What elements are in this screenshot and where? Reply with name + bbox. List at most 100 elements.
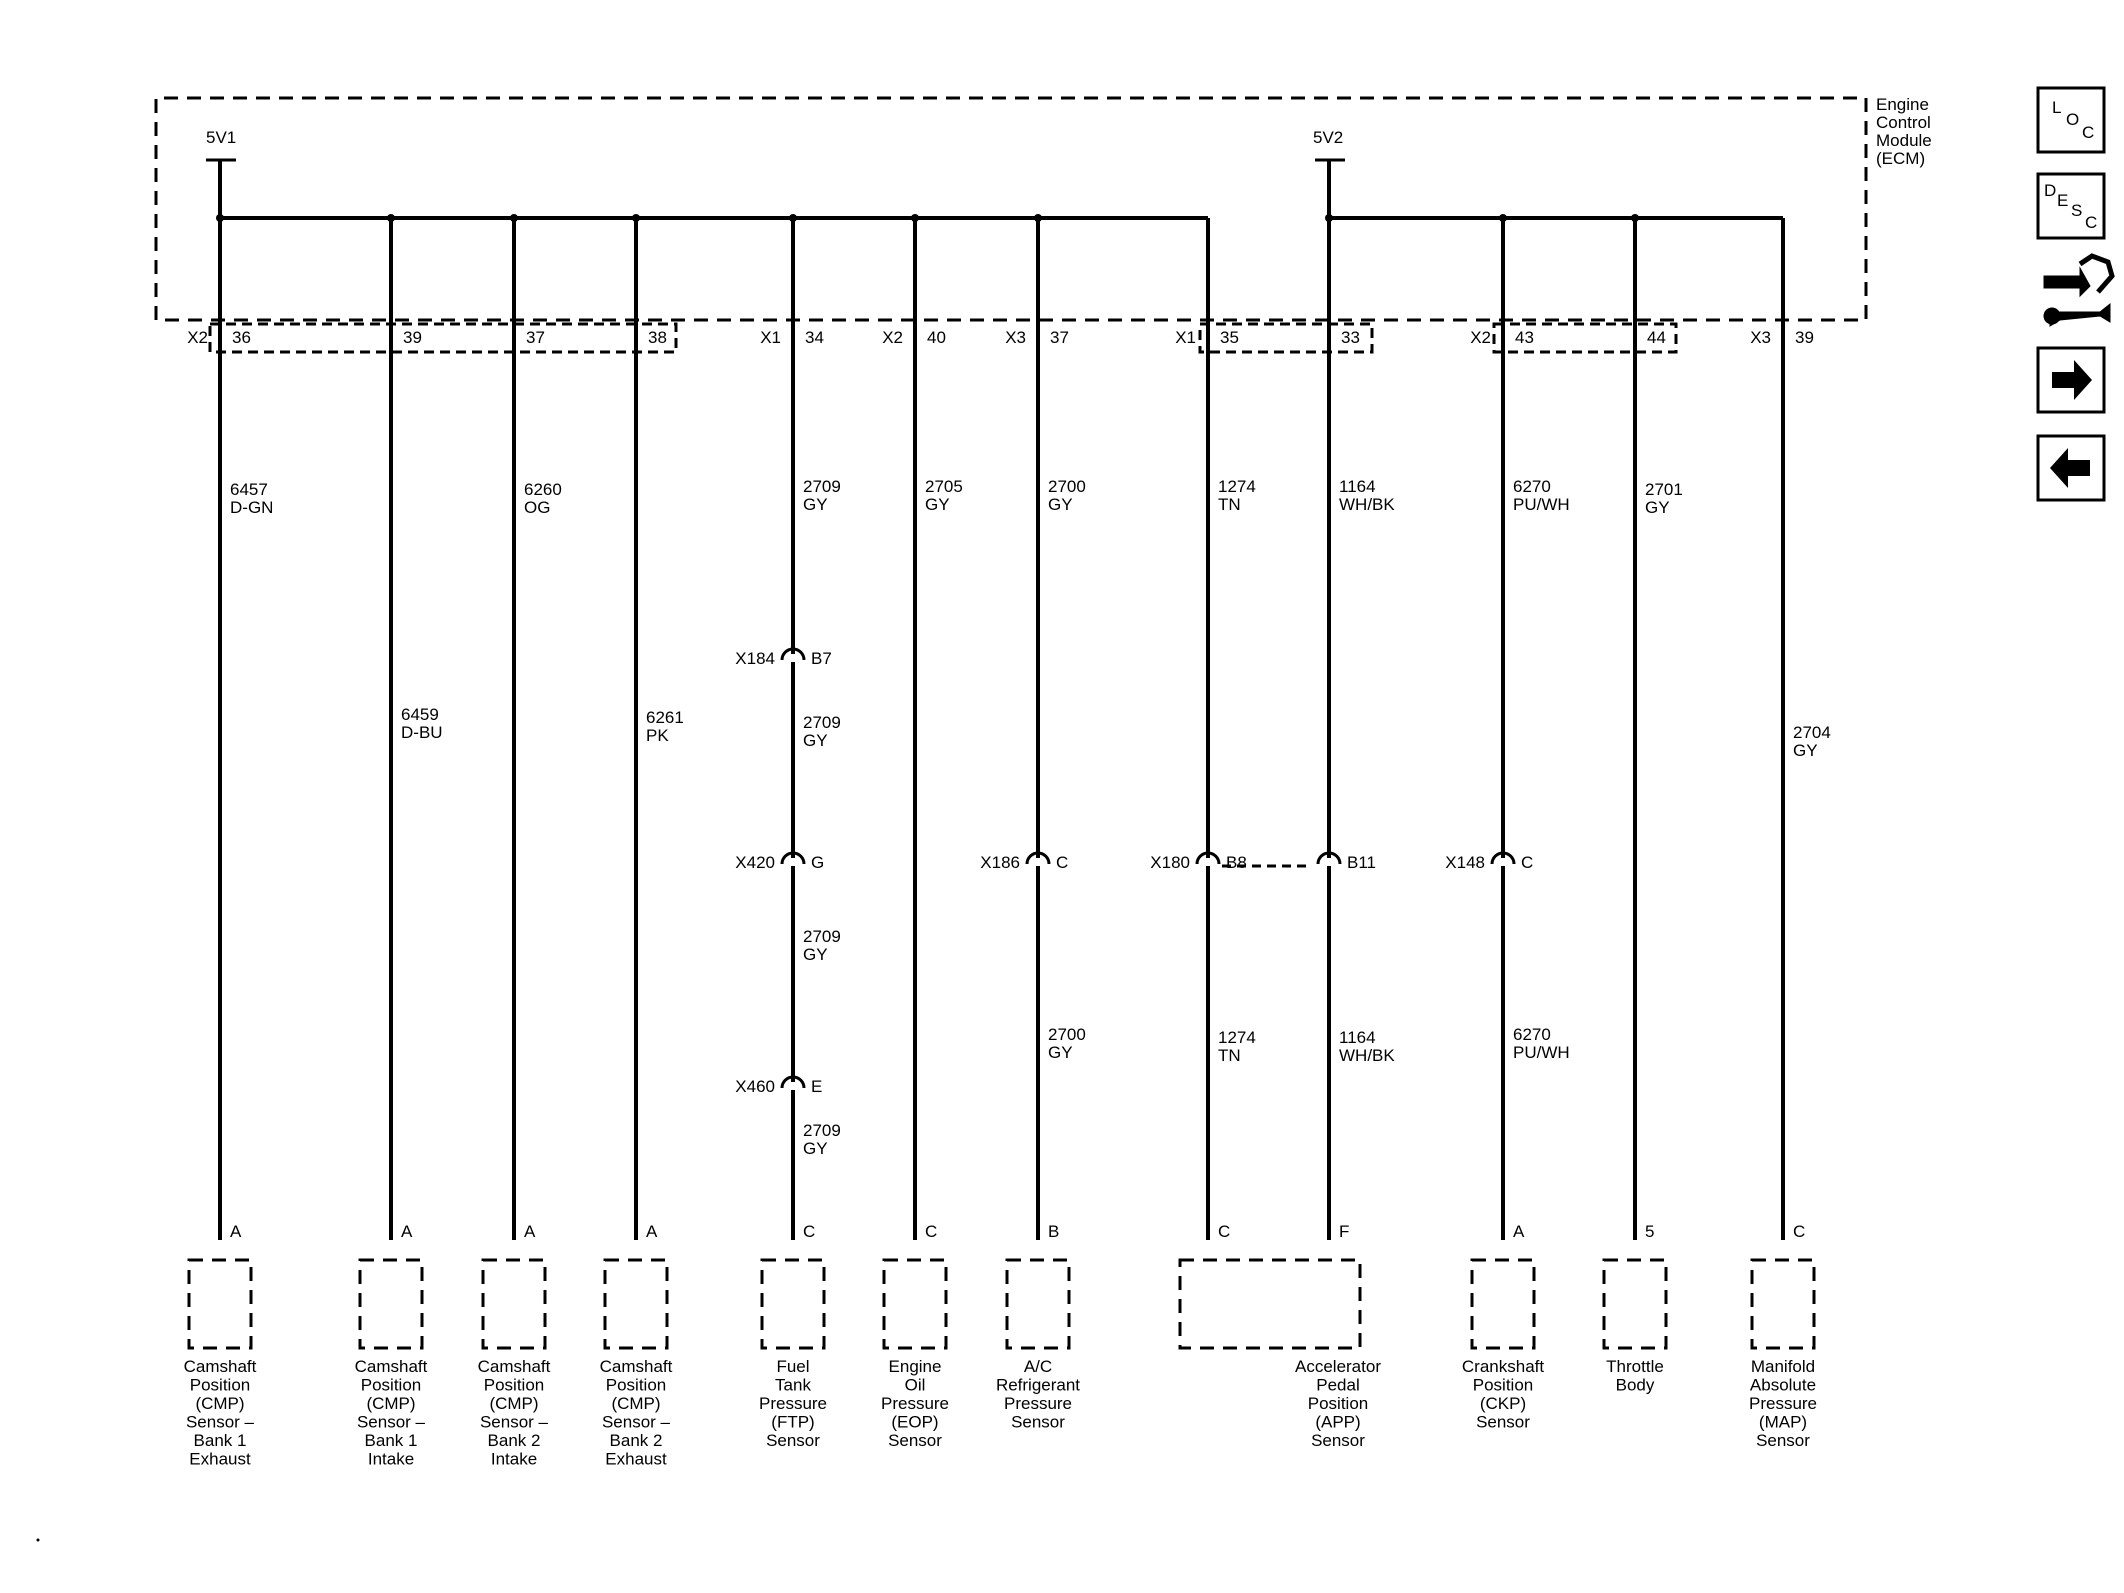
sensor-label-line: Pressure bbox=[1749, 1394, 1817, 1413]
wires-layer bbox=[218, 218, 1785, 1240]
inline-connector-pin: G bbox=[811, 853, 824, 872]
wire-color: GY bbox=[1645, 498, 1670, 517]
ecm-connector-pin: 34 bbox=[805, 328, 824, 347]
sensor-pin: A bbox=[230, 1222, 242, 1241]
inline-connector-pin: C bbox=[1521, 853, 1533, 872]
sensor-pin: A bbox=[401, 1222, 413, 1241]
sensor-label-line: Sensor bbox=[766, 1431, 820, 1450]
svg-text:C: C bbox=[2085, 213, 2097, 232]
wire-color: WH/BK bbox=[1339, 1046, 1395, 1065]
ecm-connector-pin: 35 bbox=[1220, 328, 1239, 347]
wire-circuit-number: 2709 bbox=[803, 927, 841, 946]
ecm-connector-pin: 39 bbox=[403, 328, 422, 347]
sensor-label-line: (MAP) bbox=[1759, 1413, 1807, 1432]
wire-circuit-number: 6261 bbox=[646, 708, 684, 727]
wire-color: D-BU bbox=[401, 723, 443, 742]
desc-button[interactable]: D E S C bbox=[2036, 172, 2106, 240]
wire-color: GY bbox=[803, 731, 828, 750]
sensor-pin: C bbox=[1218, 1222, 1230, 1241]
sensor-pin: C bbox=[803, 1222, 815, 1241]
sensor-label-line: Position bbox=[484, 1376, 544, 1395]
wire-circuit-number: 6459 bbox=[401, 705, 439, 724]
sensor-label-line: Crankshaft bbox=[1462, 1357, 1544, 1376]
sensor-label-line: Camshaft bbox=[184, 1357, 257, 1376]
stray-dot bbox=[36, 1538, 40, 1542]
inline-connector-id: X184 bbox=[735, 649, 775, 668]
arrow-left-icon bbox=[2050, 448, 2090, 488]
desc-icon: D E S C bbox=[2044, 181, 2097, 232]
connector-view-button[interactable] bbox=[2043, 253, 2115, 327]
ecm-label-line-2: Control bbox=[1876, 113, 1931, 132]
supply-5v2-label: 5V2 bbox=[1313, 128, 1343, 147]
next-button[interactable] bbox=[2036, 346, 2106, 414]
sensor-label-line: Sensor bbox=[1011, 1413, 1065, 1432]
wire-color: OG bbox=[524, 498, 550, 517]
ecm-connector-shells bbox=[208, 322, 1678, 354]
wire-color: TN bbox=[1218, 495, 1241, 514]
wire-color: TN bbox=[1218, 1046, 1241, 1065]
ecm-boundary bbox=[154, 96, 1868, 322]
sensor-label-line: Throttle bbox=[1606, 1357, 1664, 1376]
sensor-box bbox=[1178, 1258, 1362, 1350]
wire-circuit-number: 2709 bbox=[803, 477, 841, 496]
sensor-label-line: Intake bbox=[368, 1450, 414, 1469]
sensor-box bbox=[481, 1258, 547, 1350]
wire-circuit-number: 6457 bbox=[230, 480, 268, 499]
sensor-label-line: Absolute bbox=[1750, 1376, 1816, 1395]
previous-button[interactable] bbox=[2036, 434, 2106, 502]
svg-text:L: L bbox=[2052, 98, 2061, 117]
sensor-label-line: (CMP) bbox=[489, 1394, 538, 1413]
sensor-label-line: Position bbox=[361, 1376, 421, 1395]
ecm-connector-pin: 38 bbox=[648, 328, 667, 347]
wire-circuit-number: 1164 bbox=[1339, 477, 1376, 496]
ecm-connector-id: X2 bbox=[1470, 328, 1491, 347]
sensor-label-line: Sensor – bbox=[602, 1413, 671, 1432]
svg-text:D: D bbox=[2044, 181, 2056, 200]
ecm-connector-pin: 36 bbox=[232, 328, 251, 347]
sensor-label-line: Sensor – bbox=[480, 1413, 549, 1432]
sensor-box bbox=[1470, 1258, 1536, 1350]
sensor-label-line: Fuel bbox=[776, 1357, 809, 1376]
sensor-box bbox=[187, 1258, 253, 1350]
inline-connector-pin: C bbox=[1056, 853, 1068, 872]
wire-color: WH/BK bbox=[1339, 495, 1395, 514]
ecm-connector-id: X1 bbox=[1175, 328, 1196, 347]
sensor-label-line: Position bbox=[190, 1376, 250, 1395]
sensor-label-line: Oil bbox=[905, 1376, 926, 1395]
loc-button[interactable]: L O C bbox=[2036, 86, 2106, 154]
sensor-pin: A bbox=[1513, 1222, 1525, 1241]
sensor-label-line: Engine bbox=[889, 1357, 942, 1376]
wire-circuit-number: 2709 bbox=[803, 1121, 841, 1140]
bus-5v2 bbox=[1327, 160, 1783, 220]
wire-color: GY bbox=[925, 495, 950, 514]
ecm-label-line-1: Engine bbox=[1876, 95, 1929, 114]
sensor-label-line: Intake bbox=[491, 1450, 537, 1469]
sensor-label-line: (CMP) bbox=[611, 1394, 660, 1413]
inline-connector bbox=[1316, 848, 1342, 876]
sensor-label-line: Sensor bbox=[1476, 1413, 1530, 1432]
wire-circuit-number: 2701 bbox=[1645, 480, 1683, 499]
sensor-pin: C bbox=[1793, 1222, 1805, 1241]
svg-text:S: S bbox=[2071, 201, 2082, 220]
wire-circuit-number: 1274 bbox=[1218, 1028, 1256, 1047]
wire-color: GY bbox=[803, 1139, 828, 1158]
svg-text:C: C bbox=[2082, 123, 2094, 142]
sensor-pin: F bbox=[1339, 1222, 1349, 1241]
sensor-label-line: Pressure bbox=[759, 1394, 827, 1413]
ecm-connector-pin: 43 bbox=[1515, 328, 1534, 347]
wire-circuit-number: 2700 bbox=[1048, 1025, 1086, 1044]
sensor-box bbox=[1602, 1258, 1668, 1350]
wire-color: GY bbox=[803, 945, 828, 964]
sensor-label-line: (APP) bbox=[1315, 1413, 1360, 1432]
ecm-label-line-3: Module bbox=[1876, 131, 1932, 150]
sensor-label-line: Pressure bbox=[1004, 1394, 1072, 1413]
sensor-label-line: Tank bbox=[775, 1376, 811, 1395]
sensor-pin: B bbox=[1048, 1222, 1059, 1241]
loc-icon: L O C bbox=[2052, 98, 2094, 142]
ecm-connector-pin: 44 bbox=[1647, 328, 1666, 347]
